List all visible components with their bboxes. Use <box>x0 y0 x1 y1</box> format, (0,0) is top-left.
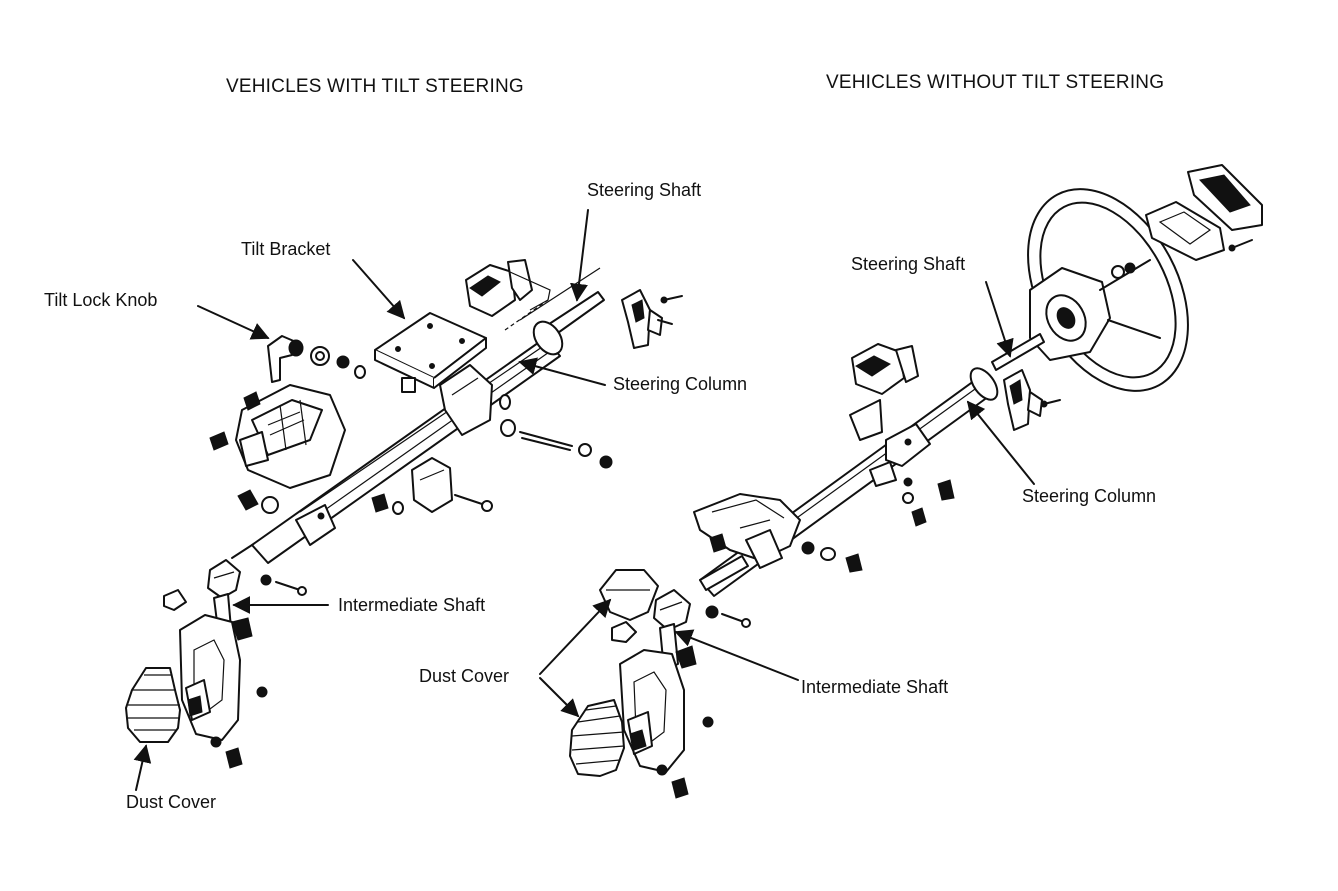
label-right-steering-column: Steering Column <box>1022 486 1157 506</box>
arrow-left-steering-column <box>518 357 606 386</box>
label-tilt-bracket: Tilt Bracket <box>241 239 331 259</box>
horn-pad-lower <box>1145 201 1225 261</box>
left-steering-gear-housing <box>179 614 241 741</box>
left-ignition-switch <box>465 264 516 317</box>
arrow-right-dust-cover-boot <box>539 677 580 718</box>
arrow-right-dust-cover-cap <box>539 598 612 675</box>
right-steering-gear-housing <box>619 649 685 773</box>
right-upper-u-joint <box>653 589 691 631</box>
label-tilt-lock-knob: Tilt Lock Knob <box>44 290 158 310</box>
arrow-tilt-lock-knob <box>197 305 270 340</box>
label-left-intermediate-shaft: Intermediate Shaft <box>338 595 486 615</box>
label-left-dust-cover: Dust Cover <box>126 792 217 812</box>
tilt-steering-column-drawing <box>125 259 683 769</box>
arrow-right-steering-shaft <box>985 281 1014 358</box>
right-lower-bracket <box>693 493 801 561</box>
leader-arrows <box>133 209 1035 791</box>
label-right-dust-cover: Dust Cover <box>419 666 510 686</box>
right-diagram-title: VEHICLES WITHOUT TILT STEERING <box>826 72 1165 93</box>
label-left-steering-column: Steering Column <box>613 374 748 394</box>
arrow-right-steering-column <box>966 400 1035 485</box>
arrow-right-intermediate-shaft <box>674 629 799 681</box>
label-right-steering-shaft: Steering Shaft <box>851 254 966 274</box>
left-column-clamp <box>411 457 453 513</box>
non-tilt-steering-column-drawing <box>569 164 1263 799</box>
label-left-steering-shaft: Steering Shaft <box>587 180 702 200</box>
label-right-intermediate-shaft: Intermediate Shaft <box>801 677 949 697</box>
arrow-left-steering-shaft <box>570 209 589 302</box>
right-dust-cover-boot <box>569 699 625 777</box>
arrow-tilt-bracket <box>352 259 406 320</box>
right-steering-shaft <box>991 333 1045 371</box>
arrow-left-dust-cover <box>133 744 152 791</box>
left-diagram-title: VEHICLES WITH TILT STEERING <box>226 76 524 97</box>
left-upper-u-joint <box>207 559 241 599</box>
right-dust-cover-cap <box>599 569 659 621</box>
